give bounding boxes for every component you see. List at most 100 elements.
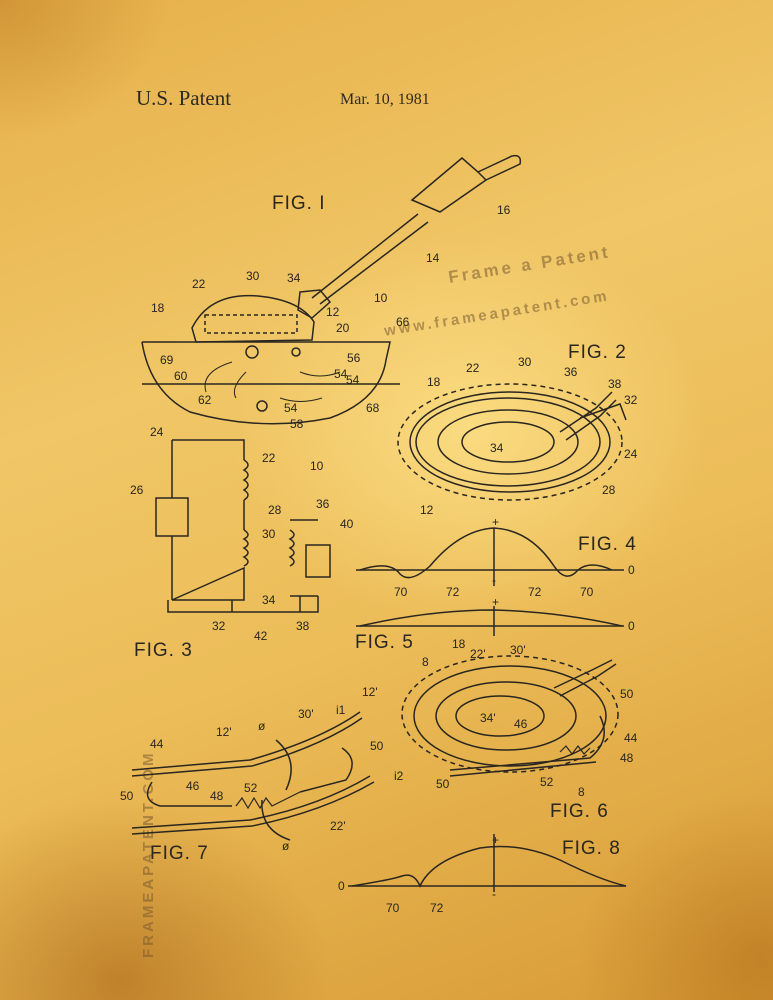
fig-6-label: FIG. 6	[550, 801, 609, 822]
ref-label: 50	[370, 739, 384, 753]
fig-7-drawing	[131, 711, 375, 841]
ref-label: 44	[624, 731, 638, 745]
ref-label: 48	[210, 789, 224, 803]
ref-label: 54	[334, 367, 348, 381]
ref-label: 26	[130, 483, 144, 497]
ref-label: 30	[518, 355, 532, 369]
ref-label: 12'	[362, 685, 378, 699]
fig-7-label: FIG. 7	[150, 843, 209, 864]
ref-label: 62	[198, 393, 212, 407]
ref-label: 30	[246, 269, 260, 283]
ref-label: 50	[620, 687, 634, 701]
ref-label: ø	[258, 719, 266, 733]
ref-label: 46	[186, 779, 200, 793]
fig-4-label: FIG. 4	[578, 534, 637, 555]
ref-label: 18	[151, 301, 165, 315]
ref-label: ø	[282, 839, 290, 853]
ref-label: -	[492, 573, 496, 587]
ref-label: 48	[620, 751, 634, 765]
fig-4-drawing	[356, 527, 624, 586]
ref-label: 69	[160, 353, 174, 367]
fig-5-drawing	[356, 606, 624, 636]
ref-label: 22'	[330, 819, 346, 833]
ref-label: 52	[540, 775, 554, 789]
ref-label: 34	[287, 271, 301, 285]
ref-label: 54	[346, 373, 360, 387]
ref-label: 20	[336, 321, 350, 335]
patent-title: U.S. Patent	[136, 86, 232, 110]
fig-2-drawing	[397, 383, 627, 501]
ref-label: +	[492, 595, 499, 609]
ref-label: 0	[628, 619, 635, 633]
ref-label: -	[492, 887, 496, 901]
ref-label: 8	[422, 655, 429, 669]
fig-6-drawing	[401, 655, 619, 777]
ref-label: 60	[174, 369, 188, 383]
ref-label: 10	[374, 291, 388, 305]
ref-label: 44	[150, 737, 164, 751]
ref-label: 12	[420, 503, 434, 517]
fig-3-drawing	[155, 439, 331, 613]
ref-label: 66	[396, 315, 410, 329]
ref-label: 8	[578, 785, 585, 799]
ref-label: 0	[338, 879, 345, 893]
ref-label: 12'	[216, 725, 232, 739]
ref-label: 30'	[298, 707, 314, 721]
ref-label: 22	[192, 277, 206, 291]
ref-label: +	[492, 515, 499, 529]
ref-label: 32	[624, 393, 638, 407]
ref-label: 22	[262, 451, 276, 465]
ref-label: 50	[120, 789, 134, 803]
ref-label: 54	[284, 401, 298, 415]
ref-label: 56	[347, 351, 361, 365]
ref-label: 28	[268, 503, 282, 517]
ref-label: 34	[262, 593, 276, 607]
ref-label: 72	[430, 901, 444, 915]
ref-label: i1	[336, 703, 346, 717]
ref-label: 24	[150, 425, 164, 439]
ref-label: 18	[452, 637, 466, 651]
fig-2-label: FIG. 2	[568, 342, 627, 363]
ref-label: i2	[394, 769, 404, 783]
ref-label: 16	[497, 203, 511, 217]
ref-label: 36	[564, 365, 578, 379]
ref-label: 68	[366, 401, 380, 415]
ref-label: 32	[212, 619, 226, 633]
ref-label: 38	[296, 619, 310, 633]
ref-label: 70	[394, 585, 408, 599]
ref-label: 14	[426, 251, 440, 265]
fig-1-drawing	[141, 154, 522, 425]
ref-label: 24	[624, 447, 638, 461]
fig-3-label: FIG. 3	[134, 640, 193, 661]
ref-label: 34'	[480, 711, 496, 725]
ref-label: 42	[254, 629, 268, 643]
ref-label: 40	[340, 517, 354, 531]
ref-label: 46	[514, 717, 528, 731]
ref-label: 30	[262, 527, 276, 541]
ref-label: 28	[602, 483, 616, 497]
ref-label: 72	[446, 585, 460, 599]
ref-label: 34	[490, 441, 504, 455]
ref-label: +	[492, 833, 499, 847]
fig-1-label: FIG. I	[272, 193, 326, 214]
ref-label: 30'	[510, 643, 526, 657]
fig-8-drawing	[348, 834, 627, 892]
ref-label: 18	[427, 375, 441, 389]
ref-label: 12	[326, 305, 340, 319]
patent-date: Mar. 10, 1981	[340, 91, 430, 108]
fig-5-label: FIG. 5	[355, 632, 414, 653]
ref-label: 72	[528, 585, 542, 599]
ref-label: 10	[310, 459, 324, 473]
ref-label: 52	[244, 781, 258, 795]
ref-label: 50	[436, 777, 450, 791]
ref-label: 0	[628, 563, 635, 577]
ref-label: 38	[608, 377, 622, 391]
reference-numerals: 16 14 10 22 30 34 12 18 20 66 69 60 56 5…	[120, 203, 638, 915]
ref-label: 22'	[470, 647, 486, 661]
ref-label: 36	[316, 497, 330, 511]
ref-label: 70	[386, 901, 400, 915]
fig-8-label: FIG. 8	[562, 838, 621, 859]
ref-label: 70	[580, 585, 594, 599]
